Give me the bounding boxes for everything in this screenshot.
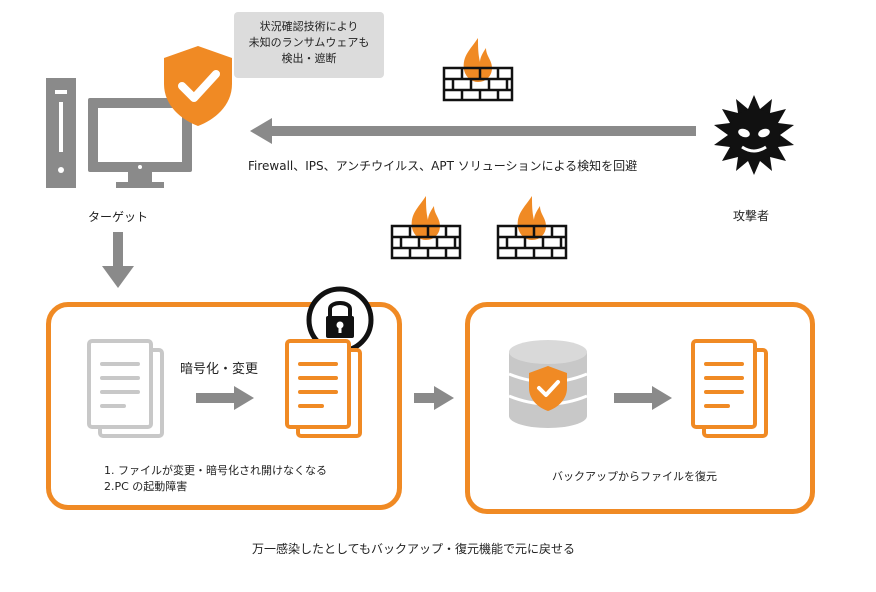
right-arrow bbox=[196, 386, 254, 410]
virus-icon bbox=[714, 95, 794, 175]
note-1: 1. ファイルが変更・暗号化され開けなくなる bbox=[104, 464, 327, 477]
note-2: 2.PC の起動障害 bbox=[104, 480, 188, 493]
attacker-label: 攻撃者 bbox=[733, 209, 770, 223]
restore-caption: バックアップからファイルを復元 bbox=[552, 470, 717, 483]
firewall-icon bbox=[496, 196, 568, 260]
firewall-icon bbox=[390, 196, 462, 260]
target-label: ターゲット bbox=[88, 210, 149, 224]
callout-line-1: 状況確認技術により bbox=[259, 20, 359, 33]
right-arrow bbox=[614, 386, 672, 410]
restored-document-icon bbox=[691, 339, 768, 438]
down-arrow bbox=[102, 232, 134, 288]
shield-check-icon bbox=[164, 46, 232, 126]
callout-line-3: 検出・遮断 bbox=[281, 52, 337, 65]
computer-icon bbox=[46, 78, 192, 188]
encrypted-document-icon bbox=[285, 339, 362, 438]
backup-database-icon bbox=[508, 340, 588, 428]
right-arrow bbox=[414, 386, 454, 410]
document-icon bbox=[87, 339, 164, 438]
attack-path-label: Firewall、IPS、アンチウイルス、APT ソリューションによる検知を回避 bbox=[248, 159, 638, 173]
encrypt-label: 暗号化・変更 bbox=[180, 362, 259, 377]
callout-line-2: 未知のランサムウェアも bbox=[248, 36, 370, 49]
footer-caption: 万一感染したとしてもバックアップ・復元機能で元に戻せる bbox=[252, 542, 576, 556]
firewall-icon bbox=[442, 38, 514, 102]
detection-callout: 状況確認技術により 未知のランサムウェアも 検出・遮断 bbox=[234, 12, 384, 78]
attack-arrow bbox=[250, 118, 696, 144]
